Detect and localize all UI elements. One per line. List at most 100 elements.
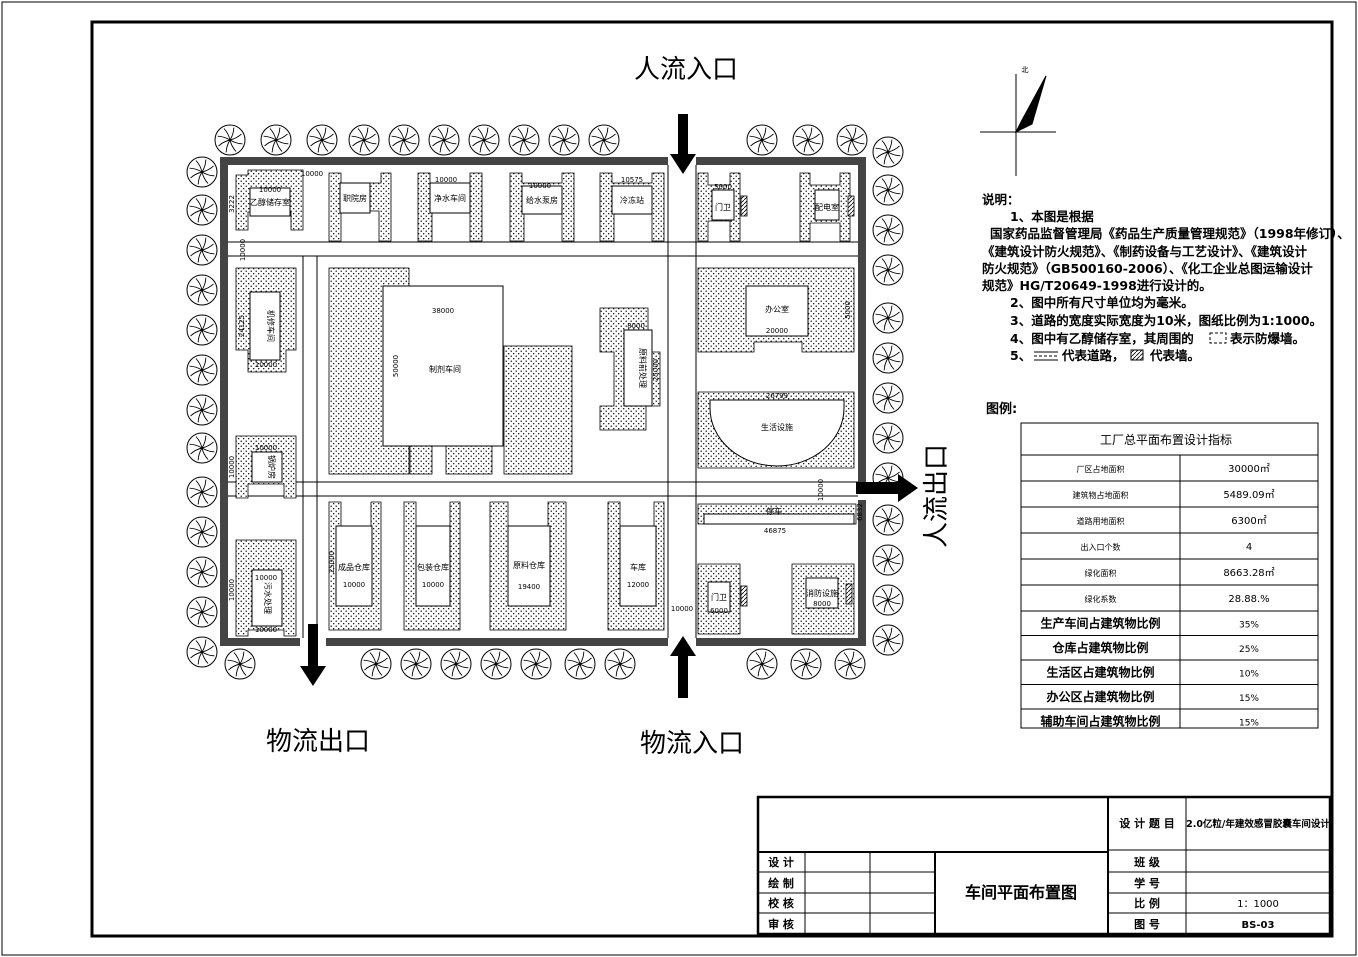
tb-drawing-name: 车间平面布置图 bbox=[965, 883, 1077, 902]
dim-gate-bottom: 6000 bbox=[710, 607, 728, 615]
title-block-text: 设 计 绘 制 校 核 审 核 车间平面布置图 设 计 题 目 2.0亿粒/年建… bbox=[768, 816, 1330, 931]
tree-icon bbox=[186, 596, 218, 628]
site-wall bbox=[220, 157, 866, 646]
living-facility-court bbox=[709, 399, 845, 467]
tree-icon bbox=[186, 314, 218, 346]
tree-icon bbox=[224, 648, 256, 680]
indicator-label: 仓库占建筑物比例 bbox=[1051, 640, 1148, 655]
note-line-5: 规范》HG/T20649-1998进行设计的。 bbox=[982, 278, 1212, 293]
north-label: 北 bbox=[1022, 66, 1029, 74]
dim-pump-width: 10000 bbox=[529, 182, 551, 190]
label-dorm: 职院房 bbox=[343, 193, 367, 203]
label-garage: 车库 bbox=[630, 562, 646, 572]
entrance-arrows bbox=[300, 114, 918, 698]
dim-right-road: 10000 bbox=[817, 479, 825, 501]
label-machine-repair: 机修车间 bbox=[266, 310, 276, 342]
indicator-label: 道路用地面积 bbox=[1077, 516, 1125, 526]
blast-wall-symbol-icon bbox=[1209, 332, 1227, 344]
note-line-6: 2、图中所有尺寸单位均为毫米。 bbox=[1010, 295, 1194, 310]
note-line-1: 1、本图是根据 bbox=[1010, 209, 1094, 224]
dim-package-width: 10000 bbox=[422, 581, 444, 589]
tree-icon bbox=[428, 124, 460, 156]
indicator-label: 绿化系数 bbox=[1085, 594, 1117, 604]
buildings bbox=[249, 182, 855, 627]
dim-road-v-top: 10000 bbox=[239, 239, 247, 261]
label-people-entrance: 人流入口 bbox=[634, 55, 738, 85]
label-fire-facility: 消防设施 bbox=[806, 588, 838, 598]
roads bbox=[228, 165, 858, 638]
design-notes: 说明： 1、本图是根据 国家药品监督管理局《药品生产质量管理规范》（1998年修… bbox=[982, 192, 1350, 363]
tb-id-label: 学 号 bbox=[1134, 876, 1160, 890]
tree-icon bbox=[548, 124, 580, 156]
dim-parking-width: 46875 bbox=[764, 527, 786, 535]
tree-icon bbox=[388, 124, 420, 156]
dim-water-width: 10000 bbox=[435, 176, 457, 184]
tree-icon bbox=[872, 254, 904, 286]
label-gatehouse-top: 门卫 bbox=[715, 202, 731, 212]
tree-icon bbox=[872, 504, 904, 536]
tb-scale-label: 比 例 bbox=[1134, 896, 1160, 910]
label-water-workshop: 净水车间 bbox=[434, 193, 466, 203]
tree-icon bbox=[790, 648, 822, 680]
indicator-label: 辅助车间占建筑物比例 bbox=[1040, 713, 1160, 728]
label-boiler-room: 锅炉房 bbox=[267, 455, 277, 479]
label-product-warehouse: 成品仓库 bbox=[338, 562, 370, 572]
road-symbol-icon bbox=[1034, 351, 1058, 361]
tree-icon bbox=[588, 124, 620, 156]
label-parking: 停车 bbox=[766, 506, 782, 516]
indicator-value: 6300㎡ bbox=[1231, 515, 1266, 527]
tree-icon bbox=[400, 648, 432, 680]
dim-cooling-width: 10575 bbox=[621, 176, 643, 184]
label-cooling-station: 冷冻站 bbox=[620, 195, 644, 205]
note-line-8b: 表示防爆墙。 bbox=[1229, 331, 1305, 346]
label-ethanol-storage: 乙醇储存室 bbox=[250, 197, 290, 207]
dim-sewage-bottom: 10000 bbox=[255, 626, 277, 634]
tree-icon bbox=[872, 624, 904, 656]
tb-design-topic: 2.0亿粒/年建效感冒胶囊车间设计 bbox=[1186, 818, 1330, 830]
dim-fire-width: 8000 bbox=[813, 600, 831, 608]
tree-icon bbox=[186, 476, 218, 508]
label-raw-warehouse: 原料仓库 bbox=[513, 560, 545, 570]
drawing-frame bbox=[90, 20, 1334, 938]
label-office: 办公室 bbox=[765, 304, 789, 314]
tb-drawing-no-label: 图 号 bbox=[1134, 918, 1160, 931]
tree-icon bbox=[508, 124, 540, 156]
tree-icon bbox=[872, 422, 904, 454]
tree-row bbox=[186, 124, 904, 680]
indicator-value: 10% bbox=[1239, 669, 1259, 679]
indicator-table-title: 工厂总平面布置设计指标 bbox=[1100, 432, 1232, 447]
label-water-pump-room: 给水泵房 bbox=[526, 195, 558, 205]
tree-icon bbox=[186, 636, 218, 668]
tree-icon bbox=[834, 648, 866, 680]
label-living-facility: 生活设施 bbox=[761, 422, 793, 432]
tree-icon bbox=[186, 234, 218, 266]
indicator-value: 15% bbox=[1239, 694, 1259, 704]
dim-garage-width: 12000 bbox=[627, 581, 649, 589]
tb-label-drafter: 绘 制 bbox=[768, 876, 794, 890]
dim-parking-height: 6832 bbox=[856, 503, 864, 521]
tree-icon bbox=[260, 124, 292, 156]
tree-icon bbox=[746, 648, 778, 680]
tb-drawing-no-value: BS-03 bbox=[1242, 920, 1275, 931]
label-package-warehouse: 包装仓库 bbox=[417, 562, 449, 572]
dim-sewage-width: 10000 bbox=[255, 574, 277, 582]
title-block bbox=[756, 795, 1332, 936]
tree-icon bbox=[872, 174, 904, 206]
label-gatehouse-bottom: 门卫 bbox=[711, 592, 727, 602]
tree-icon bbox=[186, 432, 218, 464]
indicator-value: 30000㎡ bbox=[1228, 463, 1270, 475]
note-line-2: 国家药品监督管理局《药品生产质量管理规范》（1998年修订）、 bbox=[990, 226, 1350, 241]
dim-boiler-width: 10000 bbox=[255, 444, 277, 452]
tree-icon bbox=[468, 124, 500, 156]
indicator-value: 28.88.% bbox=[1228, 594, 1269, 605]
tree-icon bbox=[186, 354, 218, 386]
tree-icon bbox=[480, 648, 512, 680]
indicator-label: 出入口个数 bbox=[1081, 542, 1121, 552]
label-material-pretreatment: 原料前处理 bbox=[638, 348, 648, 388]
dim-material-height: 25000 bbox=[652, 359, 660, 381]
tree-icon bbox=[440, 648, 472, 680]
tree-icon bbox=[746, 124, 778, 156]
tb-label-designer: 设 计 bbox=[768, 855, 794, 869]
